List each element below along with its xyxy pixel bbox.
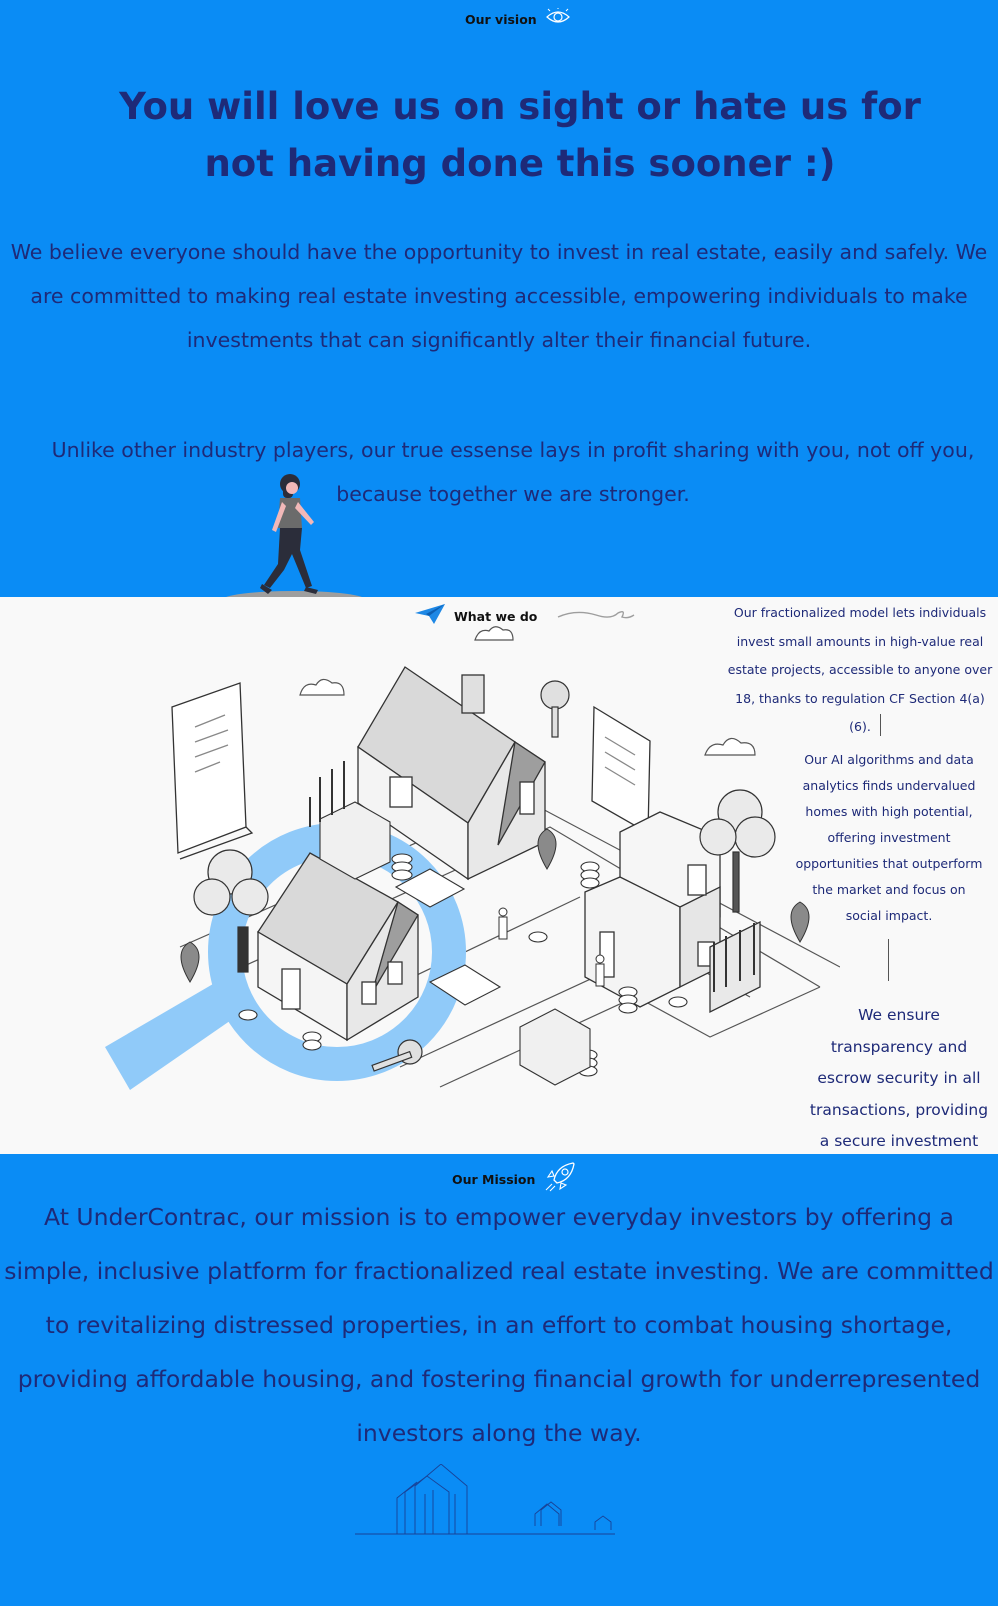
connector-arrow-2 (888, 939, 889, 981)
mission-tag-label: Our Mission (452, 1171, 536, 1187)
paper-plane-icon (414, 603, 446, 629)
house-outline-illustration (355, 1463, 635, 1548)
vision-paragraph-1: We believe everyone should have the oppo… (10, 240, 988, 352)
headline-line-2: not having done this sooner :) (204, 142, 836, 185)
what-we-do-text-2: Our AI algorithms and data analytics fin… (795, 752, 983, 923)
vision-tag-label: Our vision (465, 11, 537, 27)
what-we-do-text-1: Our fractionalized model lets individual… (727, 605, 993, 734)
isometric-neighborhood-illustration (100, 597, 841, 1158)
connector-arrow-1 (880, 714, 881, 736)
headline-line-1: You will love us on sight or hate us for (119, 85, 921, 128)
vision-headline: You will love us on sight or hate us for… (0, 78, 998, 192)
vision-tag: Our vision (465, 7, 571, 30)
vision-section: Our vision You will love us on sight or … (0, 0, 998, 609)
what-we-do-section: What we do (0, 597, 998, 1182)
mission-tag: Our Mission (452, 1160, 577, 1198)
swoosh-line-decoration (556, 605, 636, 629)
vision-paragraph-2: Unlike other industry players, our true … (51, 438, 975, 506)
what-we-do-tag-label: What we do (454, 608, 538, 624)
rocket-icon (543, 1160, 577, 1198)
mission-section: Our Mission At UnderContrac, our mission… (0, 1154, 998, 1606)
eye-icon (545, 7, 571, 30)
mission-text: At UnderContrac, our mission is to empow… (4, 1203, 994, 1447)
what-we-do-tag: What we do (414, 603, 537, 629)
walking-woman-illustration (222, 470, 372, 614)
